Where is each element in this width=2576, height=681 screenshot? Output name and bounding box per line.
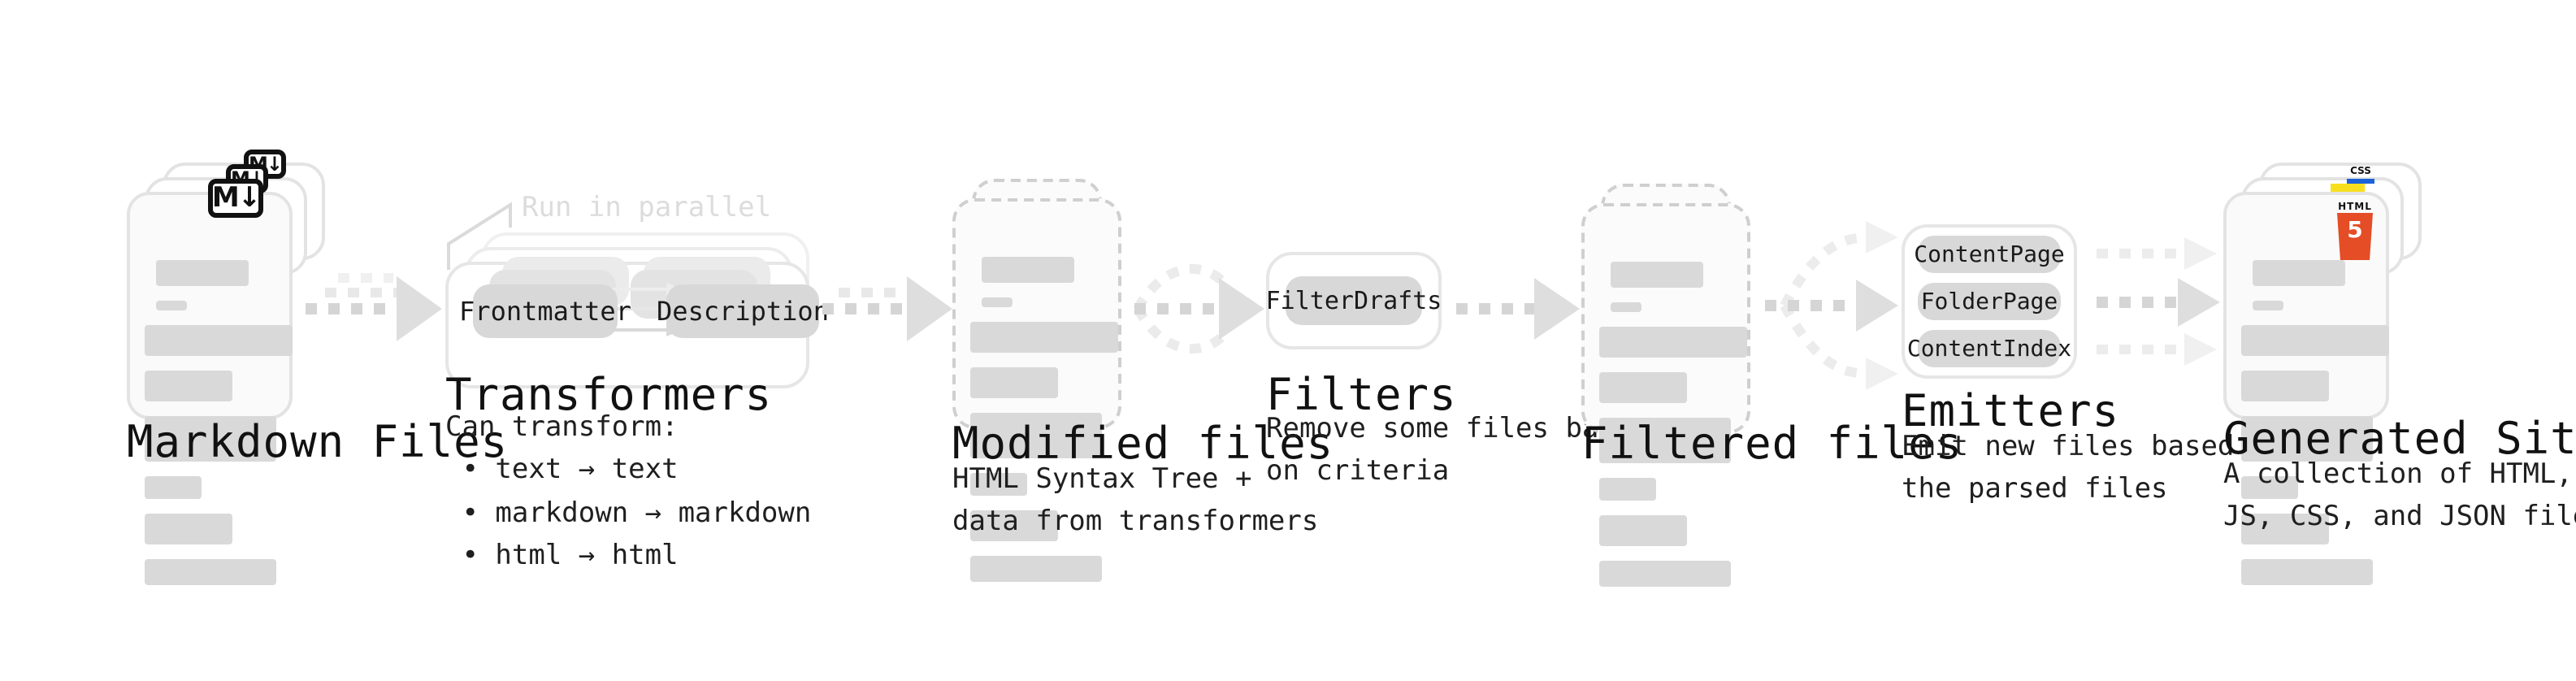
run-in-parallel-label: Run in parallel: [522, 192, 772, 224]
folderpage-chip[interactable]: FolderPage: [1918, 283, 2061, 320]
filterdrafts-chip[interactable]: FilterDrafts: [1266, 276, 1442, 325]
description-chip[interactable]: Description: [657, 284, 829, 338]
html5-icon: HTML 5: [2337, 202, 2373, 260]
modified-files-title: Modified files: [952, 419, 1334, 470]
markdown-files-title: Markdown Files: [127, 418, 509, 468]
transformers-caption: Can transform: • text → text • markdown …: [445, 411, 812, 573]
modified-files-caption: HTML Syntax Tree + data from transformer…: [952, 463, 1319, 539]
css3-icon: CSS: [2347, 167, 2374, 184]
markdown-icon: M↓: [208, 179, 263, 218]
connector-transformers-to-modified: [819, 260, 956, 358]
emitters-caption: Emit new files based on the parsed files: [1902, 431, 2284, 506]
contentindex-chip[interactable]: ContentIndex: [1907, 330, 2071, 367]
connector-markdown-to-transformers: [302, 260, 449, 358]
parallel-bracket: [445, 198, 543, 273]
connector-filters-to-filtered: [1453, 260, 1583, 358]
contentpage-chip[interactable]: ContentPage: [1914, 236, 2065, 273]
filters-title: Filters: [1266, 371, 1457, 421]
connector-modified-to-filters: [1128, 252, 1268, 366]
connector-emitters-to-site: [2093, 224, 2220, 380]
transformers-title: Transformers: [445, 371, 773, 421]
generated-site-title: Generated Site: [2223, 414, 2576, 465]
emitters-title: Emitters: [1902, 387, 2120, 437]
filters-caption: Remove some files based on criteria: [1266, 413, 1649, 488]
connector-filtered-to-emitters: [1762, 208, 1898, 403]
filtered-files-title: Filtered files: [1581, 419, 1963, 470]
frontmatter-chip[interactable]: Frontmatter: [459, 284, 631, 338]
generated-site-caption: A collection of HTML, JS, CSS, and JSON …: [2223, 458, 2576, 534]
